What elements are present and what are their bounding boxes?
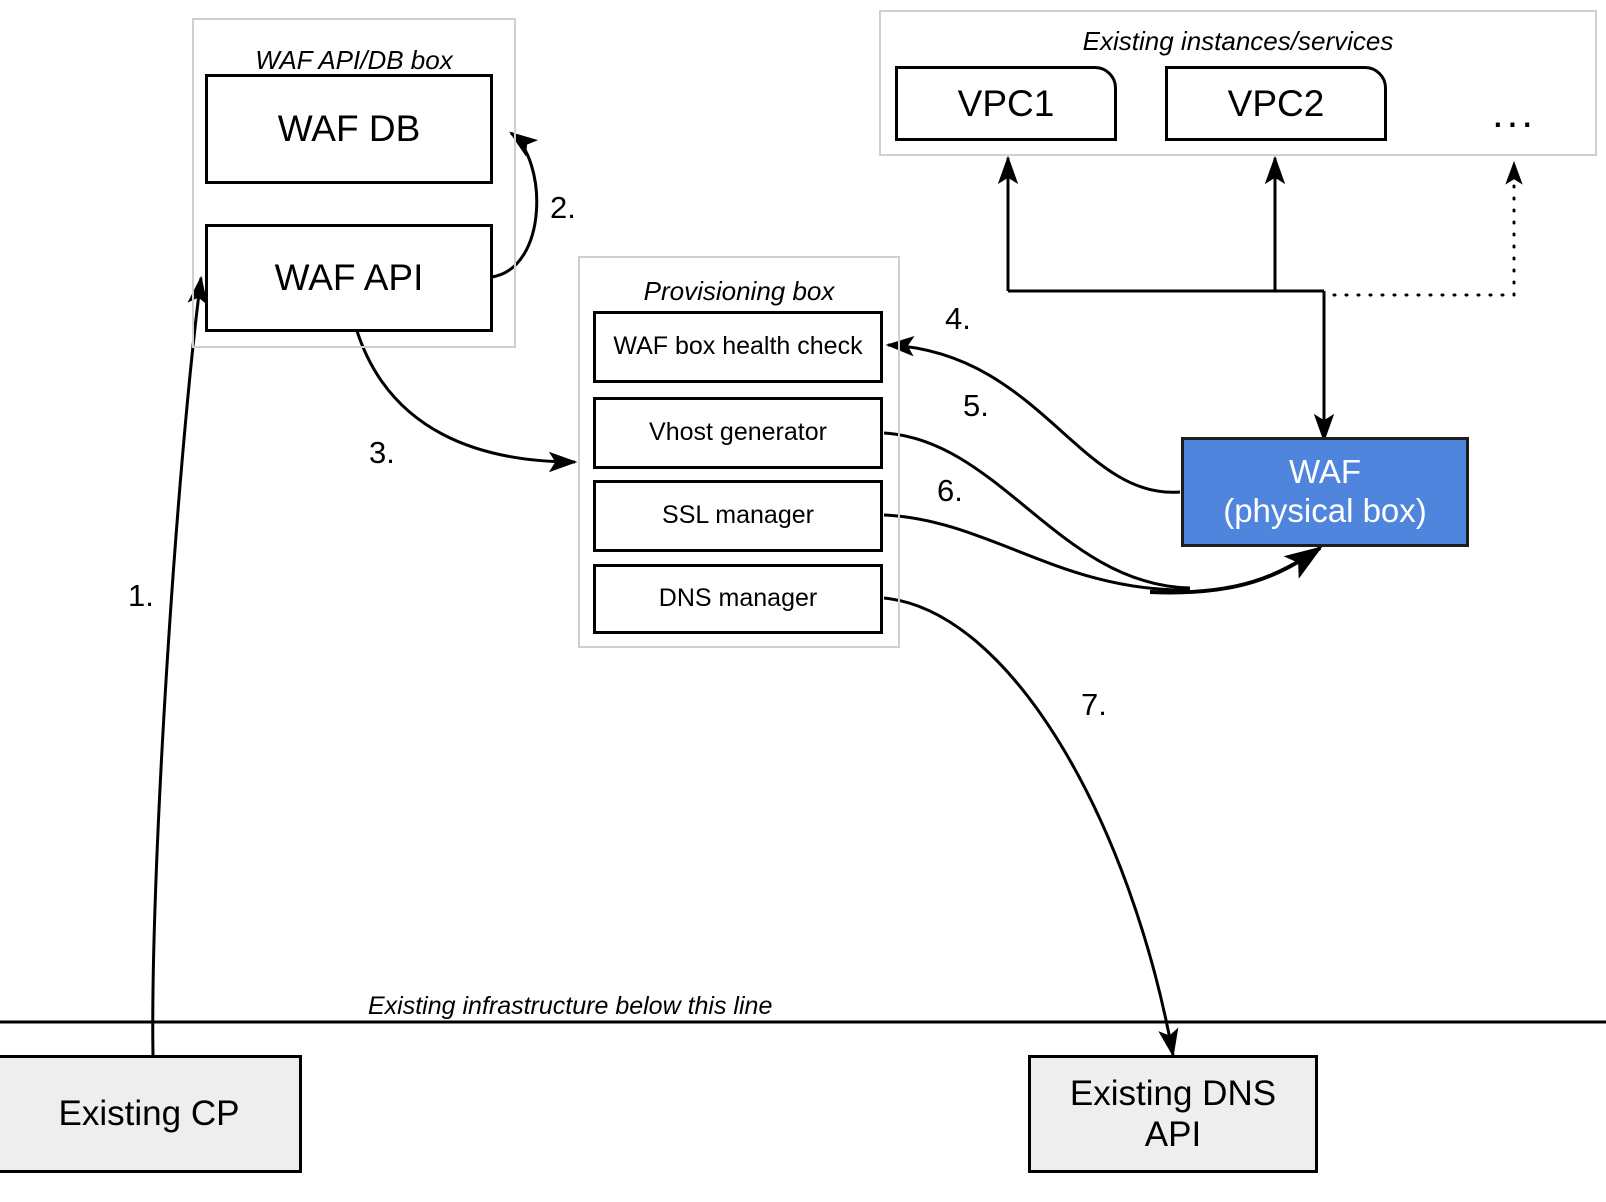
more-instances-ellipsis: ... — [1492, 89, 1537, 136]
step-label-1: 1. — [128, 578, 154, 613]
group-existing-instances-title: Existing instances/services — [1082, 26, 1394, 56]
step-label-2: 2. — [550, 190, 576, 225]
node-existing-dns-api[interactable]: Existing DNS API — [1028, 1055, 1318, 1173]
connector-step-7 — [883, 596, 1179, 1058]
connector-step-6-vhost — [883, 431, 1191, 590]
step-label-6: 6. — [937, 473, 963, 508]
step-label-5: 5. — [963, 388, 989, 423]
node-waf-db[interactable]: WAF DB — [205, 74, 493, 184]
node-waf-physical-box-line2: (physical box) — [1223, 492, 1427, 529]
node-waf-api-label: WAF API — [274, 257, 424, 299]
node-ssl-manager[interactable]: SSL manager — [593, 480, 883, 552]
step-label-7: 7. — [1081, 687, 1107, 722]
step-label-4: 4. — [945, 301, 971, 336]
node-existing-dns-api-line1: Existing DNS — [1069, 1073, 1277, 1113]
node-waf-physical-box-line1: WAF — [1288, 453, 1362, 491]
node-existing-cp[interactable]: Existing CP — [0, 1055, 302, 1173]
node-vpc1[interactable]: VPC1 — [895, 66, 1117, 141]
node-waf-physical-box[interactable]: WAF (physical box) — [1181, 437, 1469, 547]
node-vpc1-label: VPC1 — [957, 82, 1055, 124]
connector-step-5 — [885, 336, 1181, 494]
connector-step-4-dotted — [1332, 160, 1523, 297]
connector-step-6-ssl — [883, 513, 1191, 592]
node-vhost-generator-label: Vhost generator — [649, 418, 827, 447]
infrastructure-divider-caption: Existing infrastructure below this line — [368, 992, 773, 1020]
node-waf-api[interactable]: WAF API — [205, 224, 493, 332]
node-existing-cp-label: Existing CP — [58, 1094, 240, 1134]
node-waf-db-label: WAF DB — [277, 108, 421, 150]
step-label-3: 3. — [369, 435, 395, 470]
group-waf-api-db-box-title: WAF API/DB box — [255, 45, 453, 75]
node-ssl-manager-label: SSL manager — [662, 501, 814, 530]
node-existing-dns-api-line2: API — [1144, 1115, 1202, 1154]
node-waf-box-health-check[interactable]: WAF box health check — [593, 311, 883, 383]
node-vpc2[interactable]: VPC2 — [1165, 66, 1387, 141]
group-provisioning-box: Provisioning box — [578, 256, 900, 648]
connector-step-6-head — [1149, 546, 1323, 595]
node-dns-manager-label: DNS manager — [658, 584, 818, 613]
group-existing-instances: Existing instances/services — [879, 10, 1597, 156]
connector-step-1 — [151, 275, 208, 1056]
node-dns-manager[interactable]: DNS manager — [593, 564, 883, 634]
group-waf-api-db-box: WAF API/DB box — [192, 18, 516, 348]
node-vhost-generator[interactable]: Vhost generator — [593, 397, 883, 469]
node-waf-box-health-check-label: WAF box health check — [613, 332, 863, 361]
node-vpc2-label: VPC2 — [1227, 82, 1325, 124]
group-provisioning-box-title: Provisioning box — [643, 276, 835, 306]
